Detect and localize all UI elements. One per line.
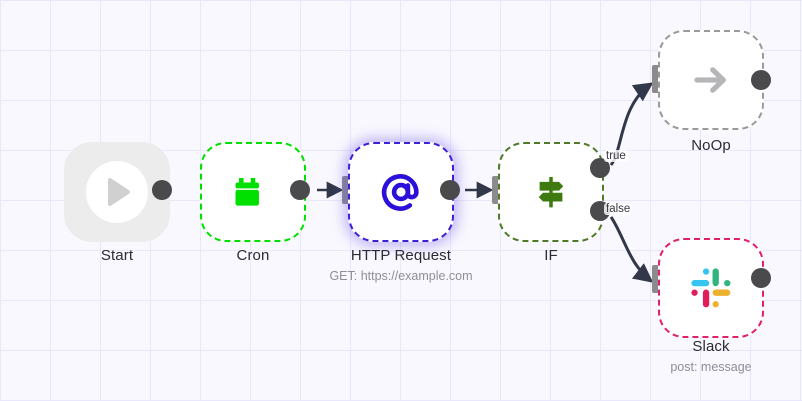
node-noop-output-dot[interactable] xyxy=(751,70,771,90)
arrow-right-icon xyxy=(694,67,726,93)
node-cron-label: Cron xyxy=(236,247,270,264)
node-slack-label: Slack xyxy=(692,338,730,355)
node-if-output-true-dot[interactable] xyxy=(590,158,610,178)
node-http-request-input-port[interactable] xyxy=(342,176,353,204)
node-http-request-label: HTTP Request xyxy=(350,247,452,264)
node-http-request[interactable] xyxy=(348,142,454,242)
node-http-request-sublabel: GET: https://example.com xyxy=(329,269,473,283)
play-icon xyxy=(108,178,130,206)
node-slack[interactable] xyxy=(658,238,764,338)
node-cron[interactable] xyxy=(200,142,306,242)
node-noop-input-port[interactable] xyxy=(652,65,663,93)
node-slack-sublabel: post: message xyxy=(670,360,752,374)
slack-icon xyxy=(691,268,731,308)
node-start-output-dot[interactable] xyxy=(152,180,172,200)
calendar-icon xyxy=(235,178,259,206)
play-icon-badge xyxy=(86,161,148,223)
signpost-icon xyxy=(538,176,564,208)
node-slack-input-port[interactable] xyxy=(652,265,663,293)
node-if-label: IF xyxy=(544,247,558,264)
node-slack-output-dot[interactable] xyxy=(751,268,771,288)
node-start-label: Start xyxy=(100,247,134,264)
node-noop-label: NoOp xyxy=(691,137,731,154)
node-noop[interactable] xyxy=(658,30,764,130)
node-cron-output-dot[interactable] xyxy=(290,180,310,200)
node-if-input-port[interactable] xyxy=(492,176,503,204)
edge-label-false: false xyxy=(604,203,633,215)
edge-label-true: true xyxy=(604,150,628,162)
at-sign-icon xyxy=(381,174,419,211)
node-http-request-output-dot[interactable] xyxy=(440,180,460,200)
node-if[interactable] xyxy=(498,142,604,242)
